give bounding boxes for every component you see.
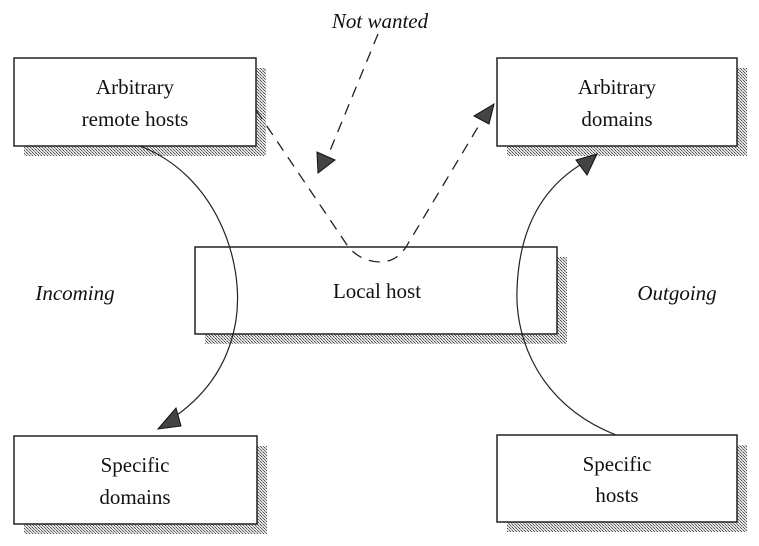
node-label-line: remote hosts: [82, 107, 189, 131]
node-label-line: Local host: [333, 279, 421, 303]
not-wanted-pointer-line: [326, 33, 379, 159]
arrowhead-incoming: [156, 406, 182, 430]
label-outgoing: Outgoing: [637, 281, 716, 305]
arrowhead-not-wanted-outgoing: [472, 102, 495, 125]
node-box: [13, 57, 257, 147]
node-box: [496, 57, 738, 147]
node-label-line: Specific: [101, 453, 170, 477]
node-label-line: Arbitrary: [96, 75, 175, 99]
label-not-wanted: Not wanted: [331, 9, 429, 33]
edge-incoming-arc: [139, 145, 239, 421]
node-specific-hosts: Specific hosts: [496, 434, 747, 532]
node-box: [13, 435, 258, 525]
node-specific-domains: Specific domains: [13, 435, 267, 534]
arrowhead-not-wanted-pointer: [316, 151, 336, 174]
node-box: [496, 434, 738, 523]
label-incoming: Incoming: [34, 281, 114, 305]
node-arbitrary-remote-hosts: Arbitrary remote hosts: [13, 57, 266, 156]
node-label-line: Specific: [583, 452, 652, 476]
node-arbitrary-domains: Arbitrary domains: [496, 57, 747, 156]
node-local-host: Local host: [194, 246, 567, 344]
node-label-line: hosts: [595, 483, 638, 507]
node-label-line: domains: [99, 485, 170, 509]
edge-not-wanted-path: [255, 109, 488, 263]
edge-outgoing-arc: [516, 161, 617, 436]
node-label-line: Arbitrary: [578, 75, 657, 99]
arrowhead-outgoing: [575, 153, 598, 176]
node-label-line: domains: [581, 107, 652, 131]
